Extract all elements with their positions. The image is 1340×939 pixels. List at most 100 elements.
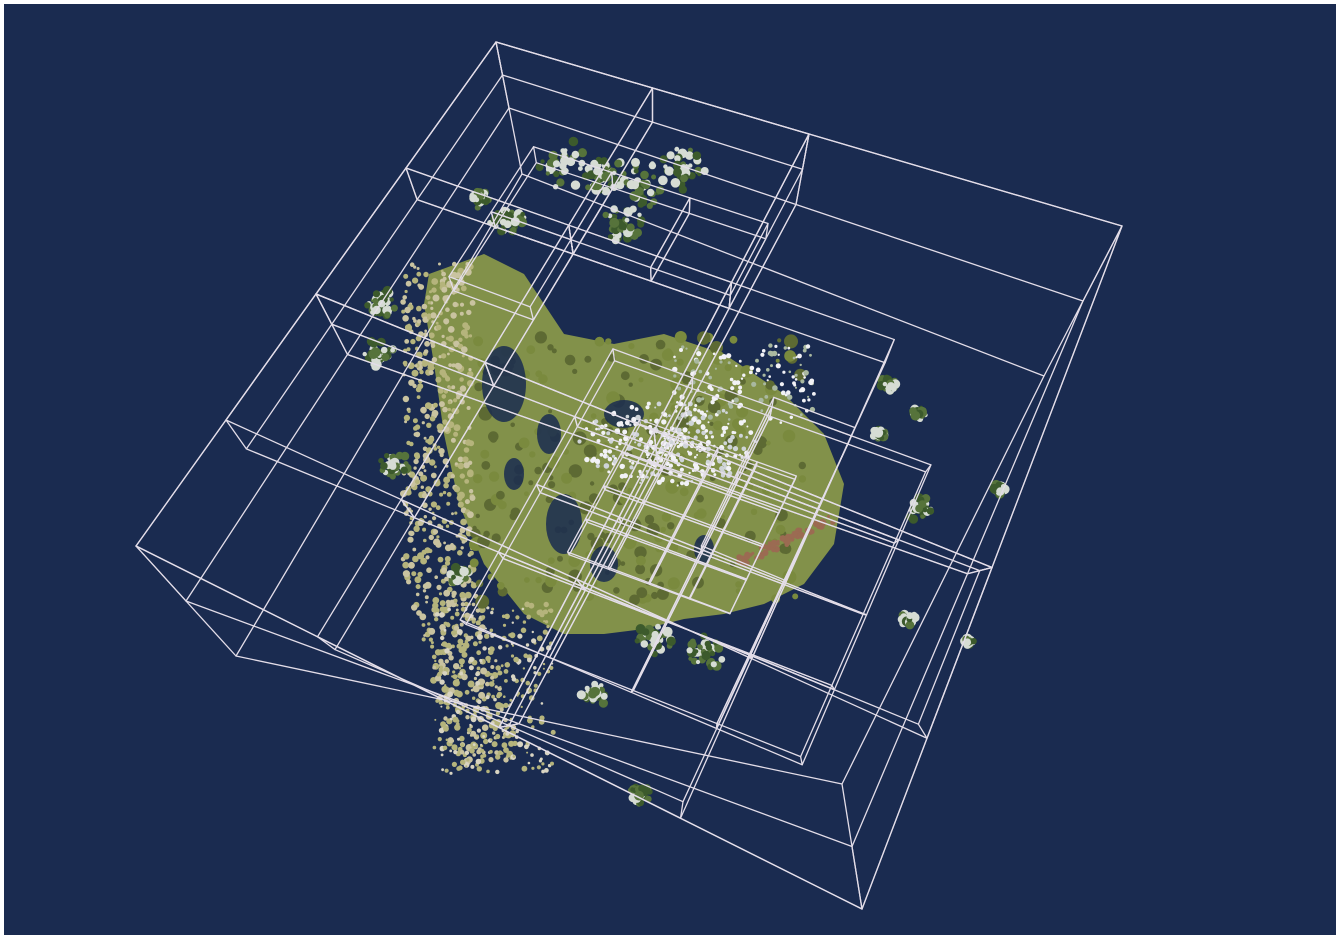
ground-point bbox=[443, 666, 449, 673]
dense-point bbox=[716, 410, 722, 415]
dense-point bbox=[705, 459, 711, 464]
ground-point bbox=[444, 768, 449, 773]
tree-point bbox=[963, 638, 972, 646]
ground-point bbox=[448, 363, 453, 367]
ground-point bbox=[444, 659, 449, 664]
dense-point bbox=[727, 437, 733, 444]
tree-point bbox=[662, 626, 673, 637]
ground-point bbox=[403, 273, 409, 279]
ground-point bbox=[472, 753, 477, 757]
ground-point bbox=[415, 592, 420, 597]
ground-point bbox=[469, 300, 476, 306]
ground-point bbox=[420, 474, 428, 482]
tree-point bbox=[600, 157, 608, 165]
ground-point bbox=[441, 394, 447, 399]
ground-point bbox=[513, 656, 519, 663]
ground-point bbox=[488, 471, 500, 482]
ground-point bbox=[440, 753, 444, 757]
ground-point bbox=[446, 501, 451, 506]
ground-point bbox=[424, 595, 429, 600]
dense-point bbox=[683, 480, 690, 487]
tree-point bbox=[701, 650, 711, 661]
ground-point bbox=[451, 590, 457, 596]
ground-point bbox=[454, 362, 462, 370]
ground-point bbox=[487, 647, 490, 651]
dense-point bbox=[696, 454, 699, 456]
ground-point bbox=[605, 338, 612, 345]
ground-point bbox=[444, 648, 450, 654]
ground-point bbox=[436, 584, 442, 591]
tree-point bbox=[674, 146, 680, 152]
tree-point bbox=[578, 166, 583, 172]
dense-point bbox=[612, 454, 616, 458]
dense-point bbox=[633, 436, 637, 439]
dense-point bbox=[719, 360, 723, 364]
ground-point bbox=[419, 613, 427, 621]
ground-point bbox=[511, 621, 514, 624]
ground-point bbox=[543, 601, 549, 608]
tree-point bbox=[520, 211, 526, 217]
ground-point bbox=[629, 594, 640, 606]
ground-point bbox=[409, 441, 414, 447]
ground-point bbox=[480, 743, 483, 746]
ground-point bbox=[550, 761, 554, 766]
ground-point bbox=[527, 717, 533, 724]
ground-point bbox=[420, 485, 424, 489]
ground-point bbox=[542, 662, 546, 666]
ground-point bbox=[438, 727, 445, 734]
dense-point bbox=[799, 363, 802, 367]
dense-point bbox=[766, 379, 769, 382]
dense-point bbox=[602, 448, 608, 454]
ground-point bbox=[546, 625, 550, 629]
ground-point bbox=[441, 271, 446, 277]
octree-level3-box bbox=[529, 306, 535, 321]
ground-point bbox=[459, 527, 466, 534]
ground-point bbox=[541, 769, 545, 774]
ground-point bbox=[438, 262, 441, 266]
ground-point bbox=[464, 479, 470, 484]
ground-point bbox=[753, 445, 763, 456]
ground-point bbox=[480, 667, 488, 675]
tree-point bbox=[571, 150, 580, 159]
octree-level2-box bbox=[405, 167, 418, 201]
ground-point bbox=[461, 651, 468, 658]
ground-point bbox=[427, 301, 431, 305]
tree-point bbox=[387, 460, 392, 465]
ground-point bbox=[459, 671, 463, 676]
tree-point bbox=[612, 214, 618, 219]
ground-point bbox=[457, 737, 460, 741]
ground-point bbox=[494, 659, 498, 663]
ground-point bbox=[433, 607, 440, 614]
ground-point bbox=[485, 695, 490, 700]
octree-level2-box bbox=[225, 419, 248, 450]
ground-point bbox=[404, 306, 411, 314]
dense-point bbox=[721, 408, 726, 413]
ground-point bbox=[453, 398, 458, 403]
tree-point bbox=[384, 311, 391, 319]
tree-point bbox=[380, 346, 388, 354]
dense-point bbox=[802, 398, 806, 403]
dense-point bbox=[676, 401, 679, 404]
ground-point bbox=[431, 409, 439, 417]
ground-point bbox=[492, 731, 496, 735]
ground-point bbox=[518, 437, 530, 449]
tree-point bbox=[637, 212, 642, 217]
octree-point-cloud-render[interactable] bbox=[4, 4, 1336, 935]
tree-point bbox=[614, 159, 623, 168]
ground-point bbox=[465, 439, 472, 446]
ground-point bbox=[473, 336, 484, 347]
dense-point bbox=[679, 348, 683, 352]
ground-point bbox=[448, 655, 454, 661]
tree-point bbox=[882, 381, 888, 387]
ground-point bbox=[628, 382, 633, 387]
dense-point bbox=[593, 419, 599, 424]
ground-point bbox=[461, 346, 468, 353]
ground-point bbox=[534, 466, 542, 475]
ground-point bbox=[475, 608, 480, 613]
ground-point bbox=[427, 315, 431, 320]
dense-point bbox=[700, 415, 706, 421]
ground-point bbox=[424, 340, 430, 347]
ground-point bbox=[509, 632, 516, 639]
dense-point bbox=[777, 353, 780, 356]
point-cloud-viewport[interactable] bbox=[4, 4, 1336, 935]
